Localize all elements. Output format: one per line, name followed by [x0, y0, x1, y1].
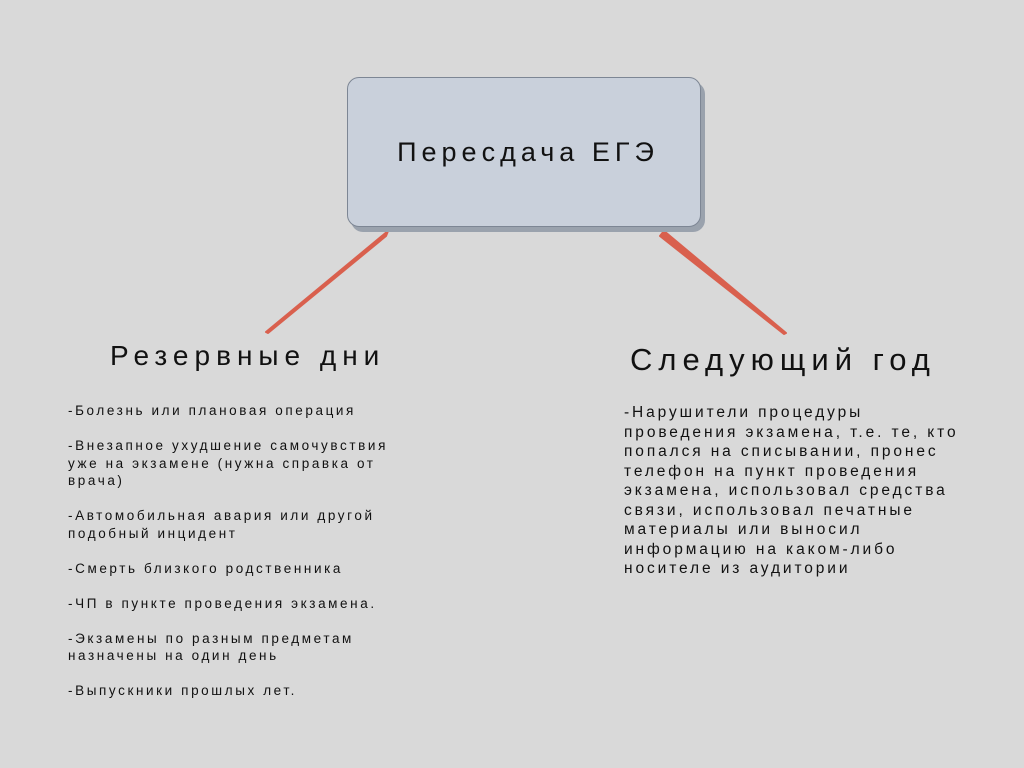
root-title: Пересдача ЕГЭ — [397, 136, 659, 167]
list-item: -Выпускники прошлых лет. — [68, 683, 297, 698]
next-year-list: -Нарушители процедуры проведения экзамен… — [624, 403, 969, 579]
list-item: -Экзамены по разным предметам назначены … — [68, 630, 354, 664]
reserve-days-list: -Болезнь или плановая операция -Внезапно… — [68, 402, 408, 717]
list-item: -Болезнь или плановая операция — [68, 403, 356, 418]
branch-title-reserve-days: Резервные дни — [110, 340, 386, 371]
list-item: -Автомобильная авария или другой подобны… — [68, 508, 375, 541]
list-item: -Внезапное ухудшение самочувствия уже на… — [68, 438, 388, 488]
list-item: -Смерть близкого родственника — [68, 560, 344, 576]
root-node: Пересдача ЕГЭ — [347, 77, 701, 227]
list-item: -ЧП в пункте проведения экзамена. — [68, 595, 377, 611]
branch-title-next-year: Следующий год — [630, 342, 936, 377]
list-item: -Нарушители процедуры проведения экзамен… — [624, 404, 959, 577]
connector-right — [659, 230, 787, 335]
connector-left — [265, 230, 389, 334]
